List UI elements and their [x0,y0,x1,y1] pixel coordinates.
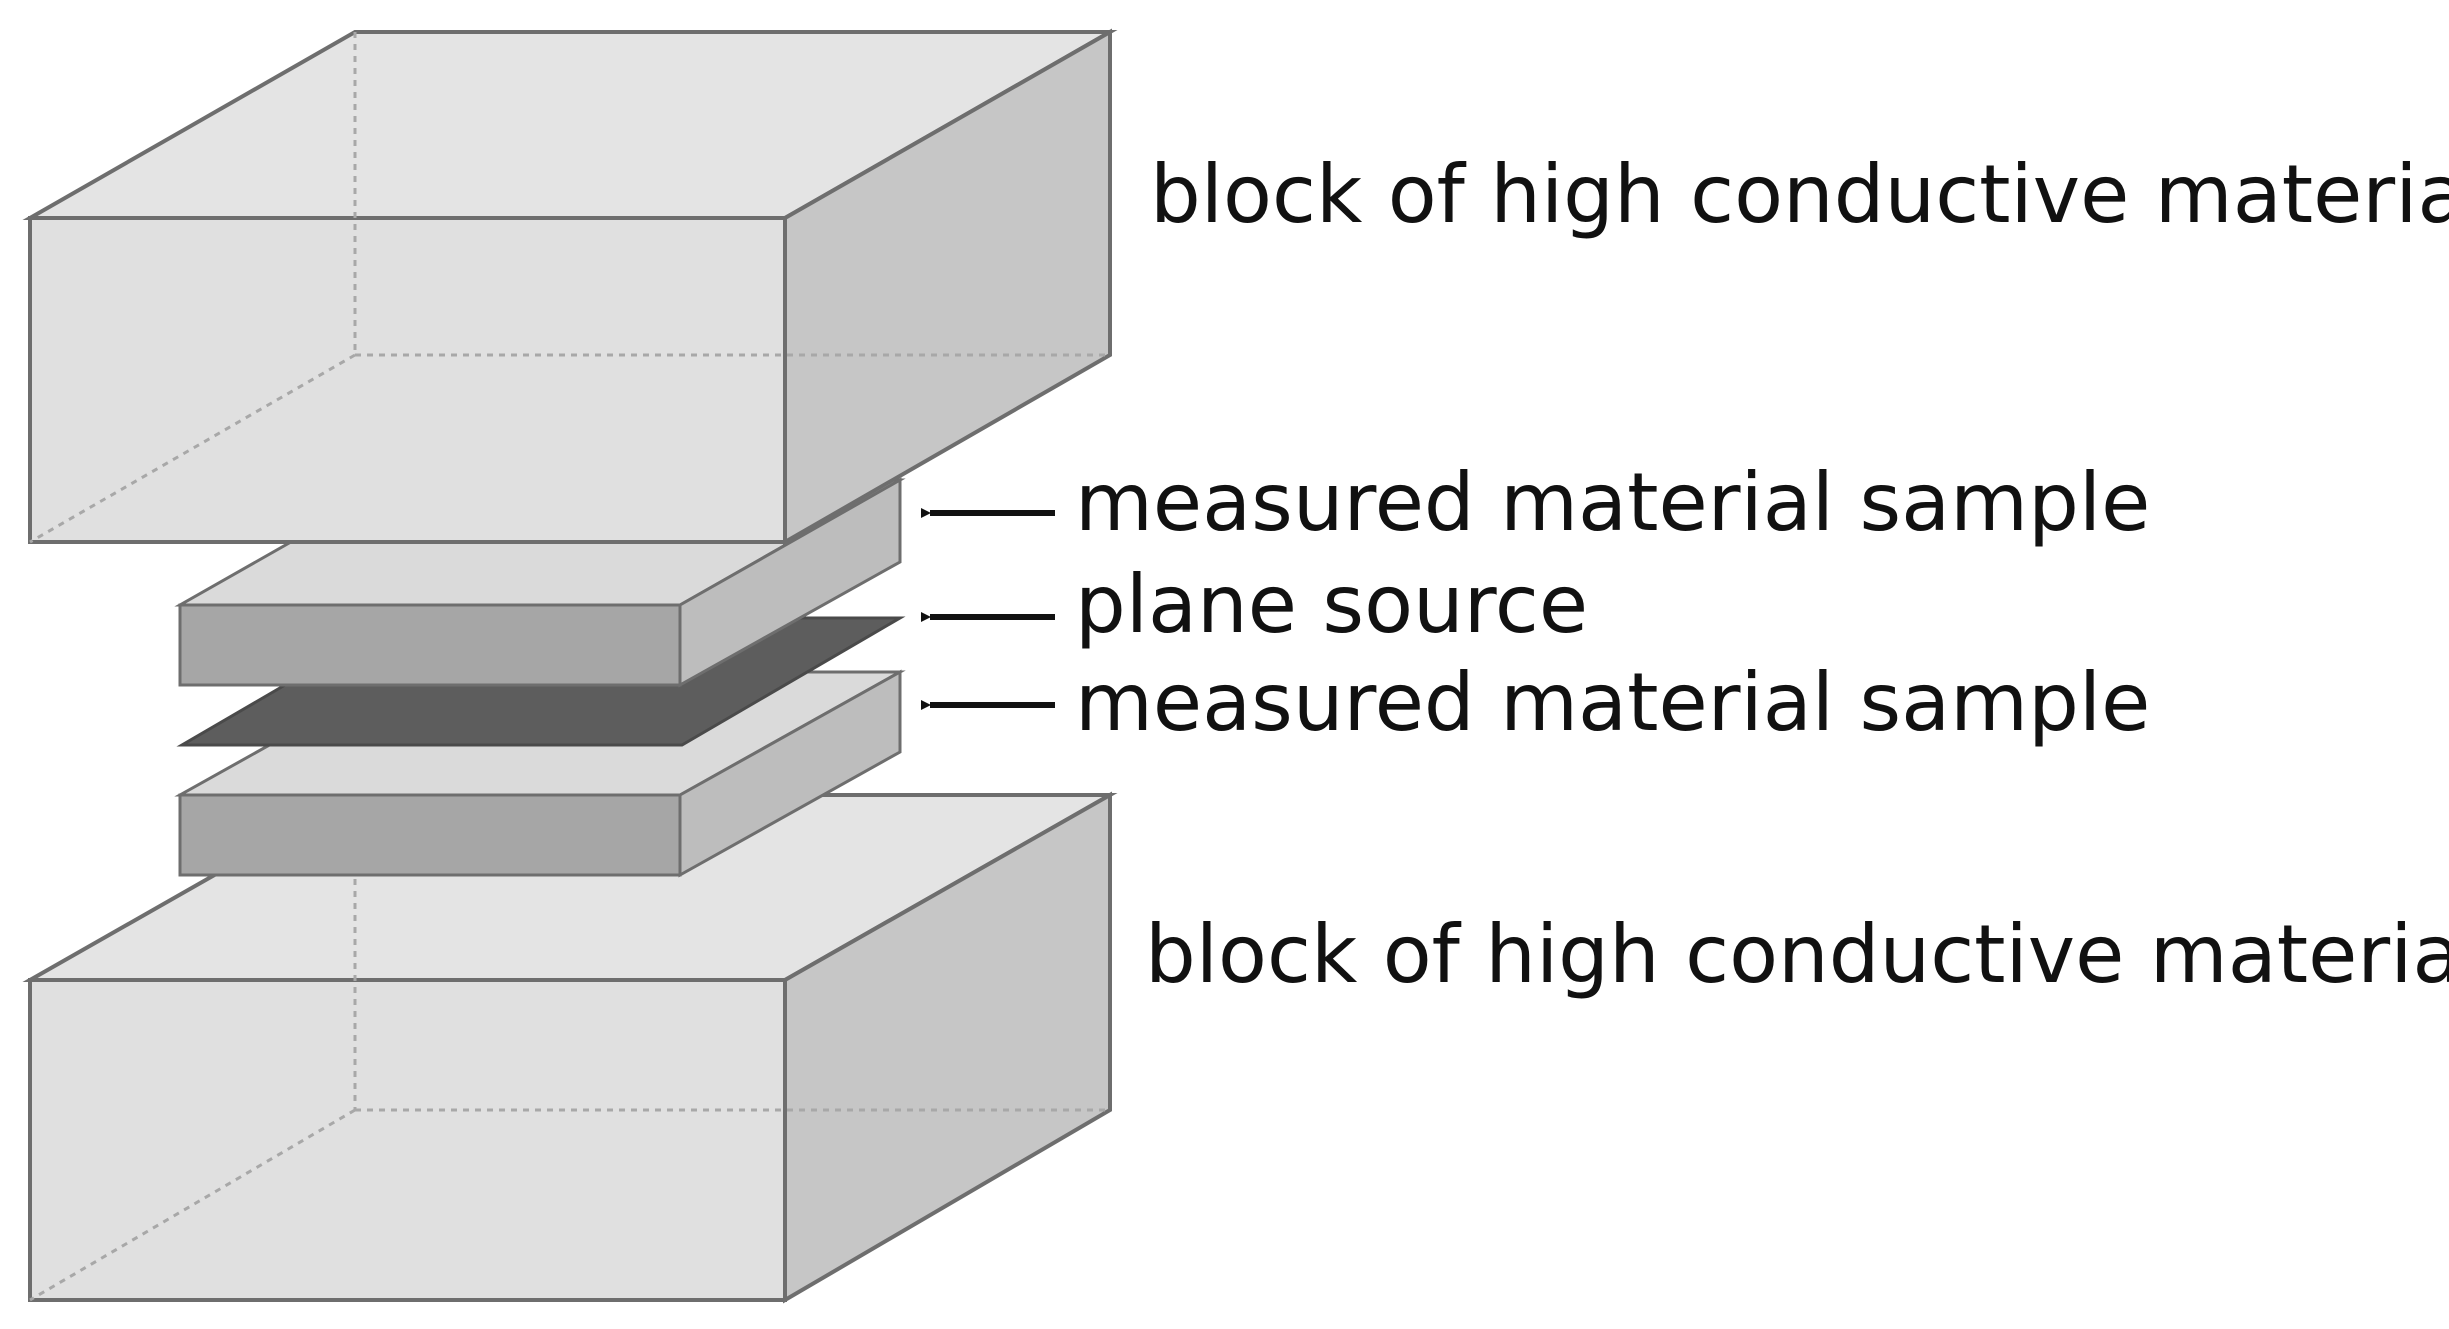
upper-sample-front-face [178,603,682,687]
top-block-front-face [28,216,787,544]
top-block-label: block of high conductive material [1150,148,2449,241]
bottom-block-front-face [28,978,787,1302]
bottom-block-label: block of high conductive material [1145,908,2449,1001]
top-block [22,28,1118,546]
lower-sample-front-face [178,793,682,877]
top-block-hidden-edges [29,32,1110,544]
upper-sample-label: measured material sample [1075,456,2150,549]
lower-sample-label: measured material sample [1075,656,2150,749]
pointer-arrows [921,508,1055,710]
plane-source-label: plane source [1075,558,1588,651]
